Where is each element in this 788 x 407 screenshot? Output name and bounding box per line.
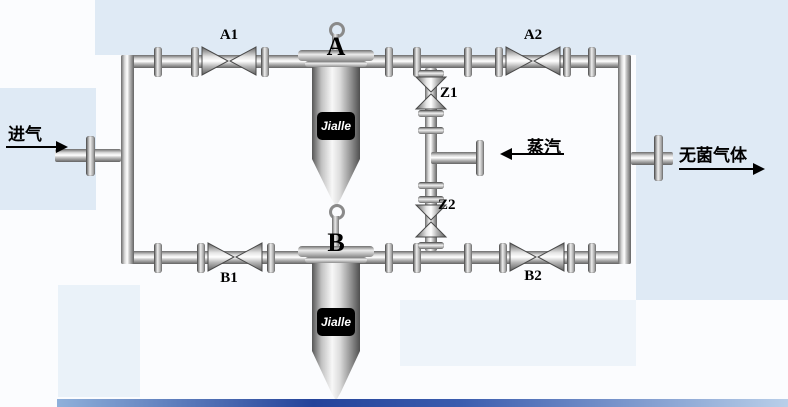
steam-arrow-icon — [500, 148, 564, 160]
pipe-outlet — [631, 152, 673, 165]
inlet-tee-flange — [86, 136, 95, 176]
inlet-arrow-icon — [6, 141, 68, 153]
flange — [567, 243, 575, 273]
valve-b2-label: B2 — [524, 268, 542, 284]
flange — [464, 243, 472, 273]
valve-z1-label: Z1 — [440, 85, 458, 101]
steam-branch-flange — [476, 140, 484, 176]
flange — [261, 47, 269, 77]
flange — [418, 242, 444, 249]
flange — [191, 47, 199, 77]
flange — [563, 47, 571, 77]
flange — [418, 110, 444, 117]
pipe-steam-branch — [431, 152, 483, 164]
flange — [588, 47, 596, 77]
brand-label: Jialle — [317, 308, 355, 336]
flange — [154, 47, 162, 77]
outlet-arrow-icon — [679, 163, 765, 175]
inlet-label: 进气 — [8, 125, 42, 144]
valve-b1-label: B1 — [220, 270, 238, 286]
flange — [413, 47, 421, 77]
bottom-border-bar — [57, 399, 788, 407]
flange — [267, 243, 275, 273]
valve-b1-symbol — [207, 242, 263, 272]
flange — [418, 70, 444, 77]
valve-a2-symbol — [505, 46, 561, 76]
valve-b2-symbol — [509, 242, 565, 272]
flange — [413, 243, 421, 273]
valve-a1-symbol — [201, 46, 257, 76]
outlet-flange — [654, 135, 663, 181]
filter-b-top-flange — [305, 257, 367, 263]
flange — [418, 196, 444, 203]
flange — [499, 243, 507, 273]
valve-z2-symbol — [414, 204, 448, 238]
valve-z2-label: Z2 — [438, 197, 456, 213]
flange — [418, 127, 444, 134]
flange — [588, 243, 596, 273]
brand-label: Jialle — [317, 112, 355, 140]
flange — [464, 47, 472, 77]
flange — [385, 243, 393, 273]
pipe-right-riser — [618, 55, 631, 264]
flange — [418, 182, 444, 189]
flange — [154, 243, 162, 273]
filter-a-neck — [332, 34, 339, 52]
filter-b-body — [312, 263, 360, 351]
background-patch — [400, 300, 636, 366]
filter-b-letter: B — [327, 228, 345, 257]
pipe-left-riser — [121, 55, 134, 264]
flange — [197, 243, 205, 273]
valve-a1-label: A1 — [219, 27, 239, 43]
filter-a-letter: A — [326, 32, 346, 61]
filter-a-top-flange — [305, 61, 367, 67]
flange — [385, 47, 393, 77]
filter-b-top-flange — [298, 246, 374, 257]
background-patch — [95, 0, 788, 55]
filter-b-neck — [332, 216, 339, 246]
background-patch — [58, 285, 140, 397]
filter-a-top-flange — [298, 50, 374, 61]
filter-b-cone — [312, 351, 360, 399]
outlet-label: 无菌气体 — [679, 146, 747, 165]
valve-a2-label: A2 — [523, 27, 543, 43]
flange — [495, 47, 503, 77]
filter-a-cone — [312, 159, 360, 205]
steam-label: 蒸汽 — [527, 138, 561, 157]
valve-z1-symbol — [414, 76, 448, 110]
